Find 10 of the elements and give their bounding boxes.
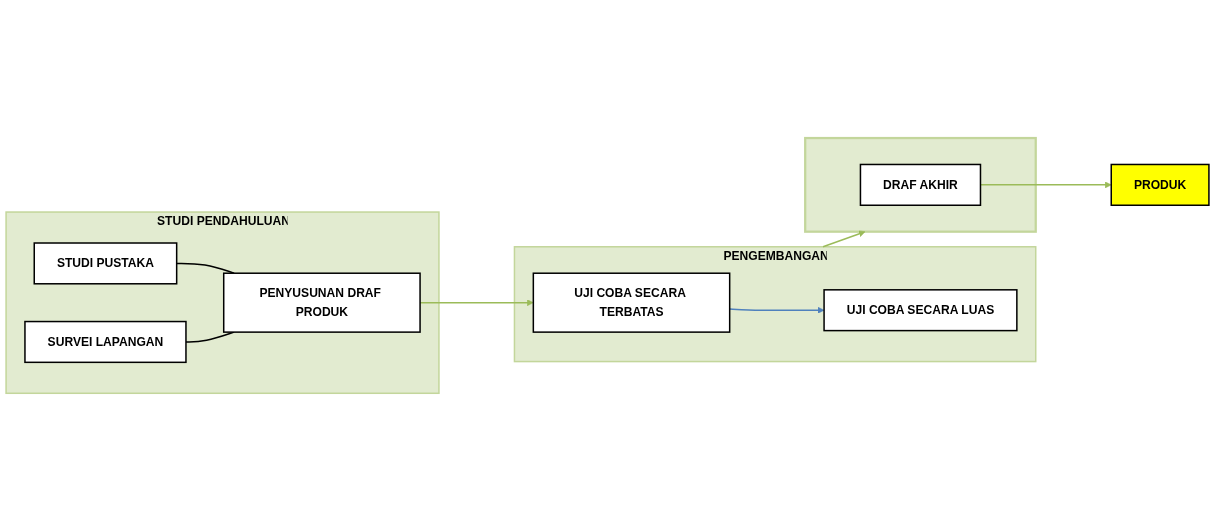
node-box: SURVEI LAPANGAN (24, 320, 187, 363)
node-box: PRODUK (1110, 163, 1210, 206)
node-box: DRAF AKHIR (859, 163, 982, 206)
connector (185, 331, 235, 343)
arrow (822, 230, 866, 248)
node-box: PENYUSUNAN DRAF PRODUK (222, 272, 421, 333)
node-box: STUDI PUSTAKA (33, 242, 178, 285)
cluster (804, 136, 1037, 233)
node-box: UJI COBA SECARA LUAS (823, 288, 1018, 332)
node-box: UJI COBA SECARA TERBATAS (532, 272, 731, 333)
